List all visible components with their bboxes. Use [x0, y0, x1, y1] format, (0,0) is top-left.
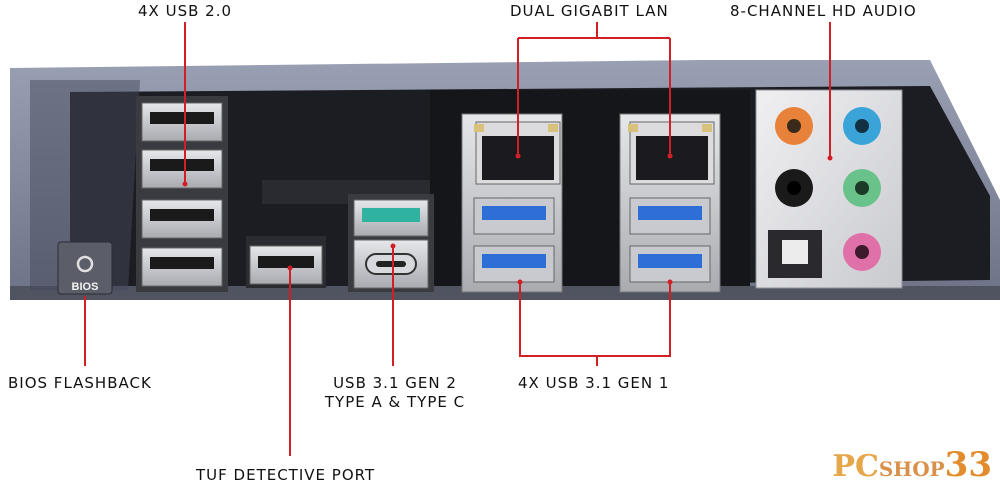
- usb31-gen2-type-c-port[interactable]: [353, 239, 429, 289]
- usb31-gen1-port[interactable]: [629, 245, 711, 283]
- usb20-port[interactable]: [141, 149, 223, 189]
- leader-lan: [517, 22, 671, 156]
- label-dual-gigabit-lan: DUAL GIGABIT LAN: [510, 2, 669, 20]
- optical-spdif-port[interactable]: [768, 230, 822, 278]
- usb31-gen2-stack: [348, 194, 434, 292]
- tuf-detective-port[interactable]: [246, 236, 326, 288]
- usb20-port[interactable]: [141, 247, 223, 287]
- watermark-num: 33: [944, 445, 992, 485]
- bios-flashback-button[interactable]: BIOS: [57, 241, 113, 295]
- audio-jack-orange[interactable]: [775, 107, 813, 145]
- usb20-port[interactable]: [141, 199, 223, 239]
- leader-usb31gen1: [519, 282, 671, 366]
- label-tuf-detective-port: TUF DETECTIVE PORT: [196, 466, 376, 484]
- audio-jack-blue[interactable]: [843, 107, 881, 145]
- bios-button-text: BIOS: [72, 281, 99, 293]
- watermark-shop: SHOP: [878, 457, 945, 481]
- pcshop-watermark: PCSHOP33: [832, 445, 992, 485]
- label-bios-flashback: BIOS FLASHBACK: [8, 374, 152, 392]
- lan-usb-stack-1: [461, 113, 563, 293]
- audio-jack-pink[interactable]: [843, 233, 881, 271]
- label-hd-audio: 8-CHANNEL HD AUDIO: [730, 2, 917, 20]
- usb31-gen1-port[interactable]: [473, 197, 555, 235]
- audio-jack-black[interactable]: [775, 169, 813, 207]
- leader-lines: [84, 22, 833, 456]
- usb31-gen1-port[interactable]: [473, 245, 555, 283]
- label-usb31-gen2: USB 3.1 GEN 2 TYPE A & TYPE C: [310, 374, 480, 412]
- usb31-gen1-port[interactable]: [629, 197, 711, 235]
- usb31-gen2-type-a-port[interactable]: [353, 199, 429, 237]
- label-usb31-gen2-line1: USB 3.1 GEN 2: [333, 374, 457, 392]
- leader-usb20-dot: [182, 181, 188, 187]
- audio-jack-green[interactable]: [843, 169, 881, 207]
- refresh-icon: [76, 255, 94, 273]
- label-usb20: 4X USB 2.0: [138, 2, 233, 20]
- usb20-port-stack: [136, 96, 228, 292]
- label-usb31-gen2-line2: TYPE A & TYPE C: [324, 393, 466, 411]
- label-usb31-gen1: 4X USB 3.1 GEN 1: [518, 374, 670, 392]
- usb20-port[interactable]: [141, 102, 223, 142]
- watermark-pc: PC: [832, 449, 879, 484]
- lan-port-2[interactable]: [628, 121, 715, 185]
